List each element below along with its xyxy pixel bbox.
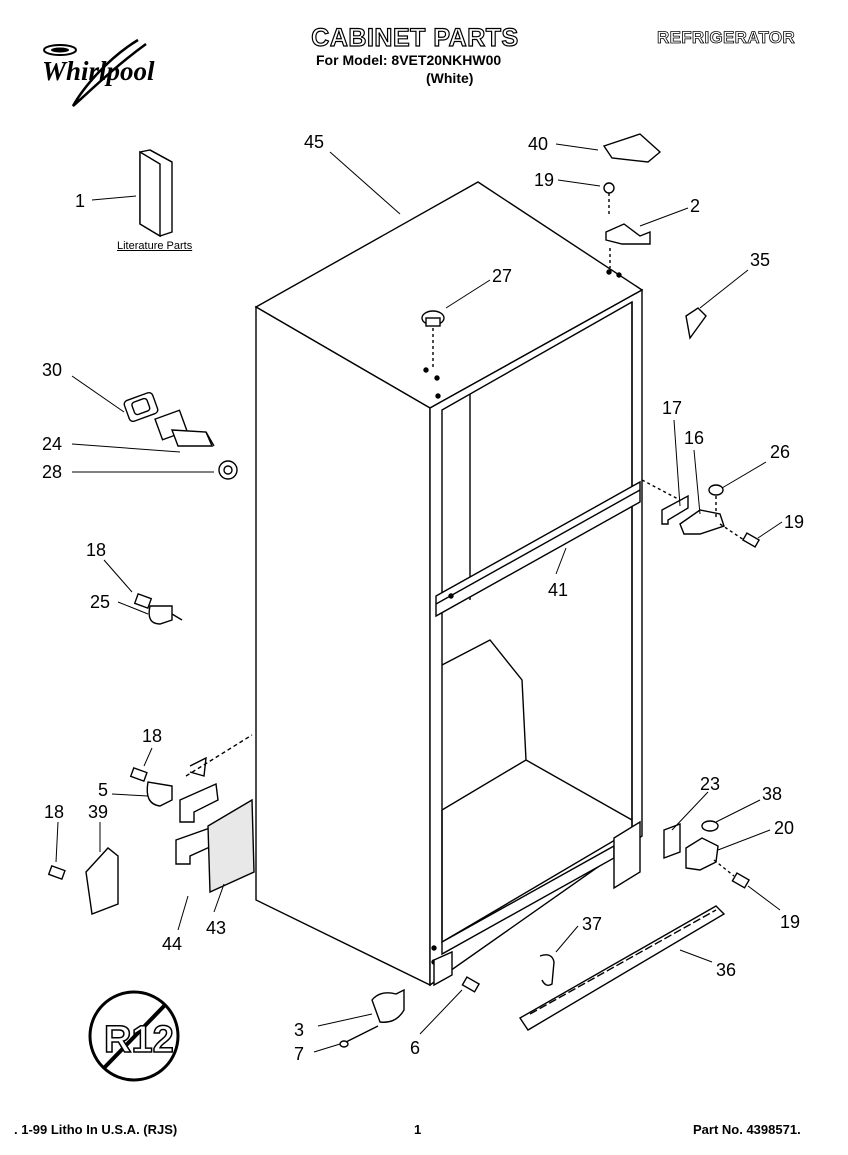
insulation-pad xyxy=(207,798,255,894)
callout-41: 41 xyxy=(548,580,568,600)
callout-19b: 19 xyxy=(784,512,804,532)
roller-assembly xyxy=(339,988,405,1048)
toe-grille xyxy=(519,905,726,1031)
latch-assembly xyxy=(154,409,215,447)
callout-7: 7 xyxy=(294,1044,304,1064)
callout-19a: 19 xyxy=(534,170,554,190)
literature-booklet xyxy=(139,149,173,238)
callout-24: 24 xyxy=(42,434,62,454)
category-label: REFRIGERATOR xyxy=(657,28,796,48)
bottom-hinge xyxy=(663,820,751,889)
top-plug xyxy=(421,310,445,368)
callout-16: 16 xyxy=(684,428,704,448)
callout-18b: 18 xyxy=(142,726,162,746)
callout-3: 3 xyxy=(294,1020,304,1040)
callout-20: 20 xyxy=(774,818,794,838)
callout-37: 37 xyxy=(582,914,602,934)
callout-40: 40 xyxy=(528,134,548,154)
clip-37 xyxy=(539,954,555,987)
callout-44: 44 xyxy=(162,934,182,954)
callout-6: 6 xyxy=(410,1038,420,1058)
screw-6 xyxy=(461,976,481,993)
hinge-cover xyxy=(602,133,662,163)
literature-parts-label: Literature Parts xyxy=(117,240,193,252)
callout-17: 17 xyxy=(662,398,682,418)
callout-26: 26 xyxy=(770,442,790,462)
screw-top xyxy=(603,182,615,214)
callout-1: 1 xyxy=(75,191,85,211)
callout-2: 2 xyxy=(690,196,700,216)
footer-page-number: 1 xyxy=(414,1122,422,1137)
r12-badge xyxy=(88,990,180,1082)
cover-39 xyxy=(85,847,119,915)
callout-36: 36 xyxy=(716,960,736,980)
callout-38: 38 xyxy=(762,784,782,804)
color-line: (White) xyxy=(426,70,474,86)
screw-18c xyxy=(47,864,66,880)
r12-badge-label: R12 xyxy=(104,1019,174,1061)
callout-19c: 19 xyxy=(780,912,800,932)
footer-litho: . 1-99 Litho In U.S.A. (RJS) xyxy=(14,1122,178,1137)
callout-39: 39 xyxy=(88,802,108,822)
footer-part-number: Part No. 4398571. xyxy=(693,1122,801,1137)
callout-45: 45 xyxy=(304,132,324,152)
callout-18c: 18 xyxy=(44,802,64,822)
model-line: For Model: 8VET20NKHW00 xyxy=(316,52,502,68)
hinge-shim xyxy=(685,307,707,340)
callout-30: 30 xyxy=(42,360,62,380)
clamp-25 xyxy=(133,593,183,625)
page-title: CABINET PARTS xyxy=(311,23,519,52)
callout-23: 23 xyxy=(700,774,720,794)
middle-hinge xyxy=(641,479,761,548)
whirlpool-logo: Whirlpool xyxy=(28,38,178,108)
logo-swoosh-icon xyxy=(43,38,147,107)
callout-27: 27 xyxy=(492,266,512,286)
callout-18a: 18 xyxy=(86,540,106,560)
clip-5 xyxy=(129,734,253,807)
top-hinge xyxy=(605,223,651,245)
brand-name: Whirlpool xyxy=(42,56,155,86)
callout-25: 25 xyxy=(90,592,110,612)
cabinet-body xyxy=(254,181,644,987)
callout-28: 28 xyxy=(42,462,62,482)
callout-43: 43 xyxy=(206,918,226,938)
callout-5: 5 xyxy=(98,780,108,800)
callout-35: 35 xyxy=(750,250,770,270)
